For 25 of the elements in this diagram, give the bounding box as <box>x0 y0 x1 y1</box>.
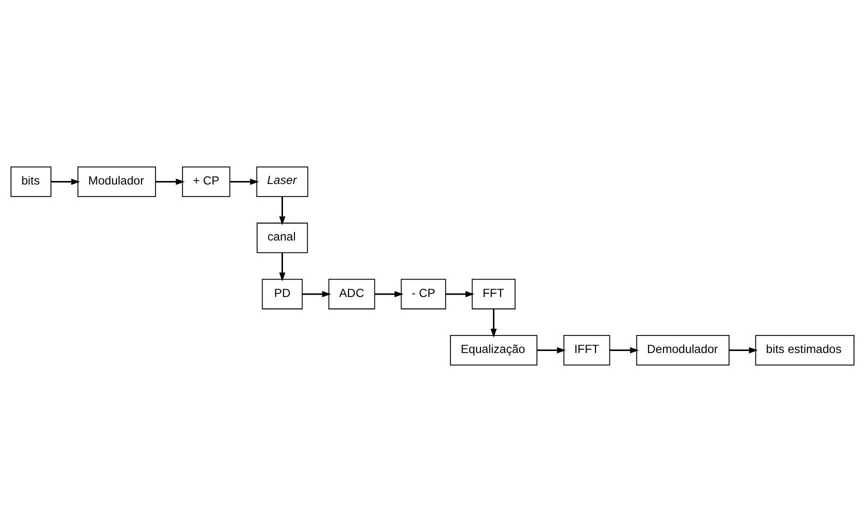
node-box: IFFT <box>563 334 610 365</box>
arrow <box>729 346 758 353</box>
node-box: Laser <box>256 166 308 196</box>
arrow <box>230 178 259 184</box>
node-box: bits estimados <box>755 334 854 365</box>
node-box: Modulador <box>77 166 156 196</box>
arrow <box>279 196 286 225</box>
arrow <box>446 290 474 297</box>
node-box: Equalização <box>450 334 538 365</box>
node-box: Demodulador <box>636 334 730 365</box>
arrow <box>279 252 286 281</box>
arrow <box>536 346 566 353</box>
node-box: bits <box>10 166 52 196</box>
arrow <box>610 346 639 353</box>
arrow <box>51 178 80 184</box>
arrow <box>156 178 185 184</box>
arrow <box>374 290 404 297</box>
node-box: canal <box>256 222 308 253</box>
node-box: + CP <box>182 166 230 196</box>
node-box: - CP <box>400 278 446 309</box>
node-box: PD <box>262 278 303 309</box>
arrow <box>490 308 497 338</box>
node-box: FFT <box>472 278 516 309</box>
node-box: ADC <box>328 278 376 309</box>
arrow <box>302 290 331 297</box>
